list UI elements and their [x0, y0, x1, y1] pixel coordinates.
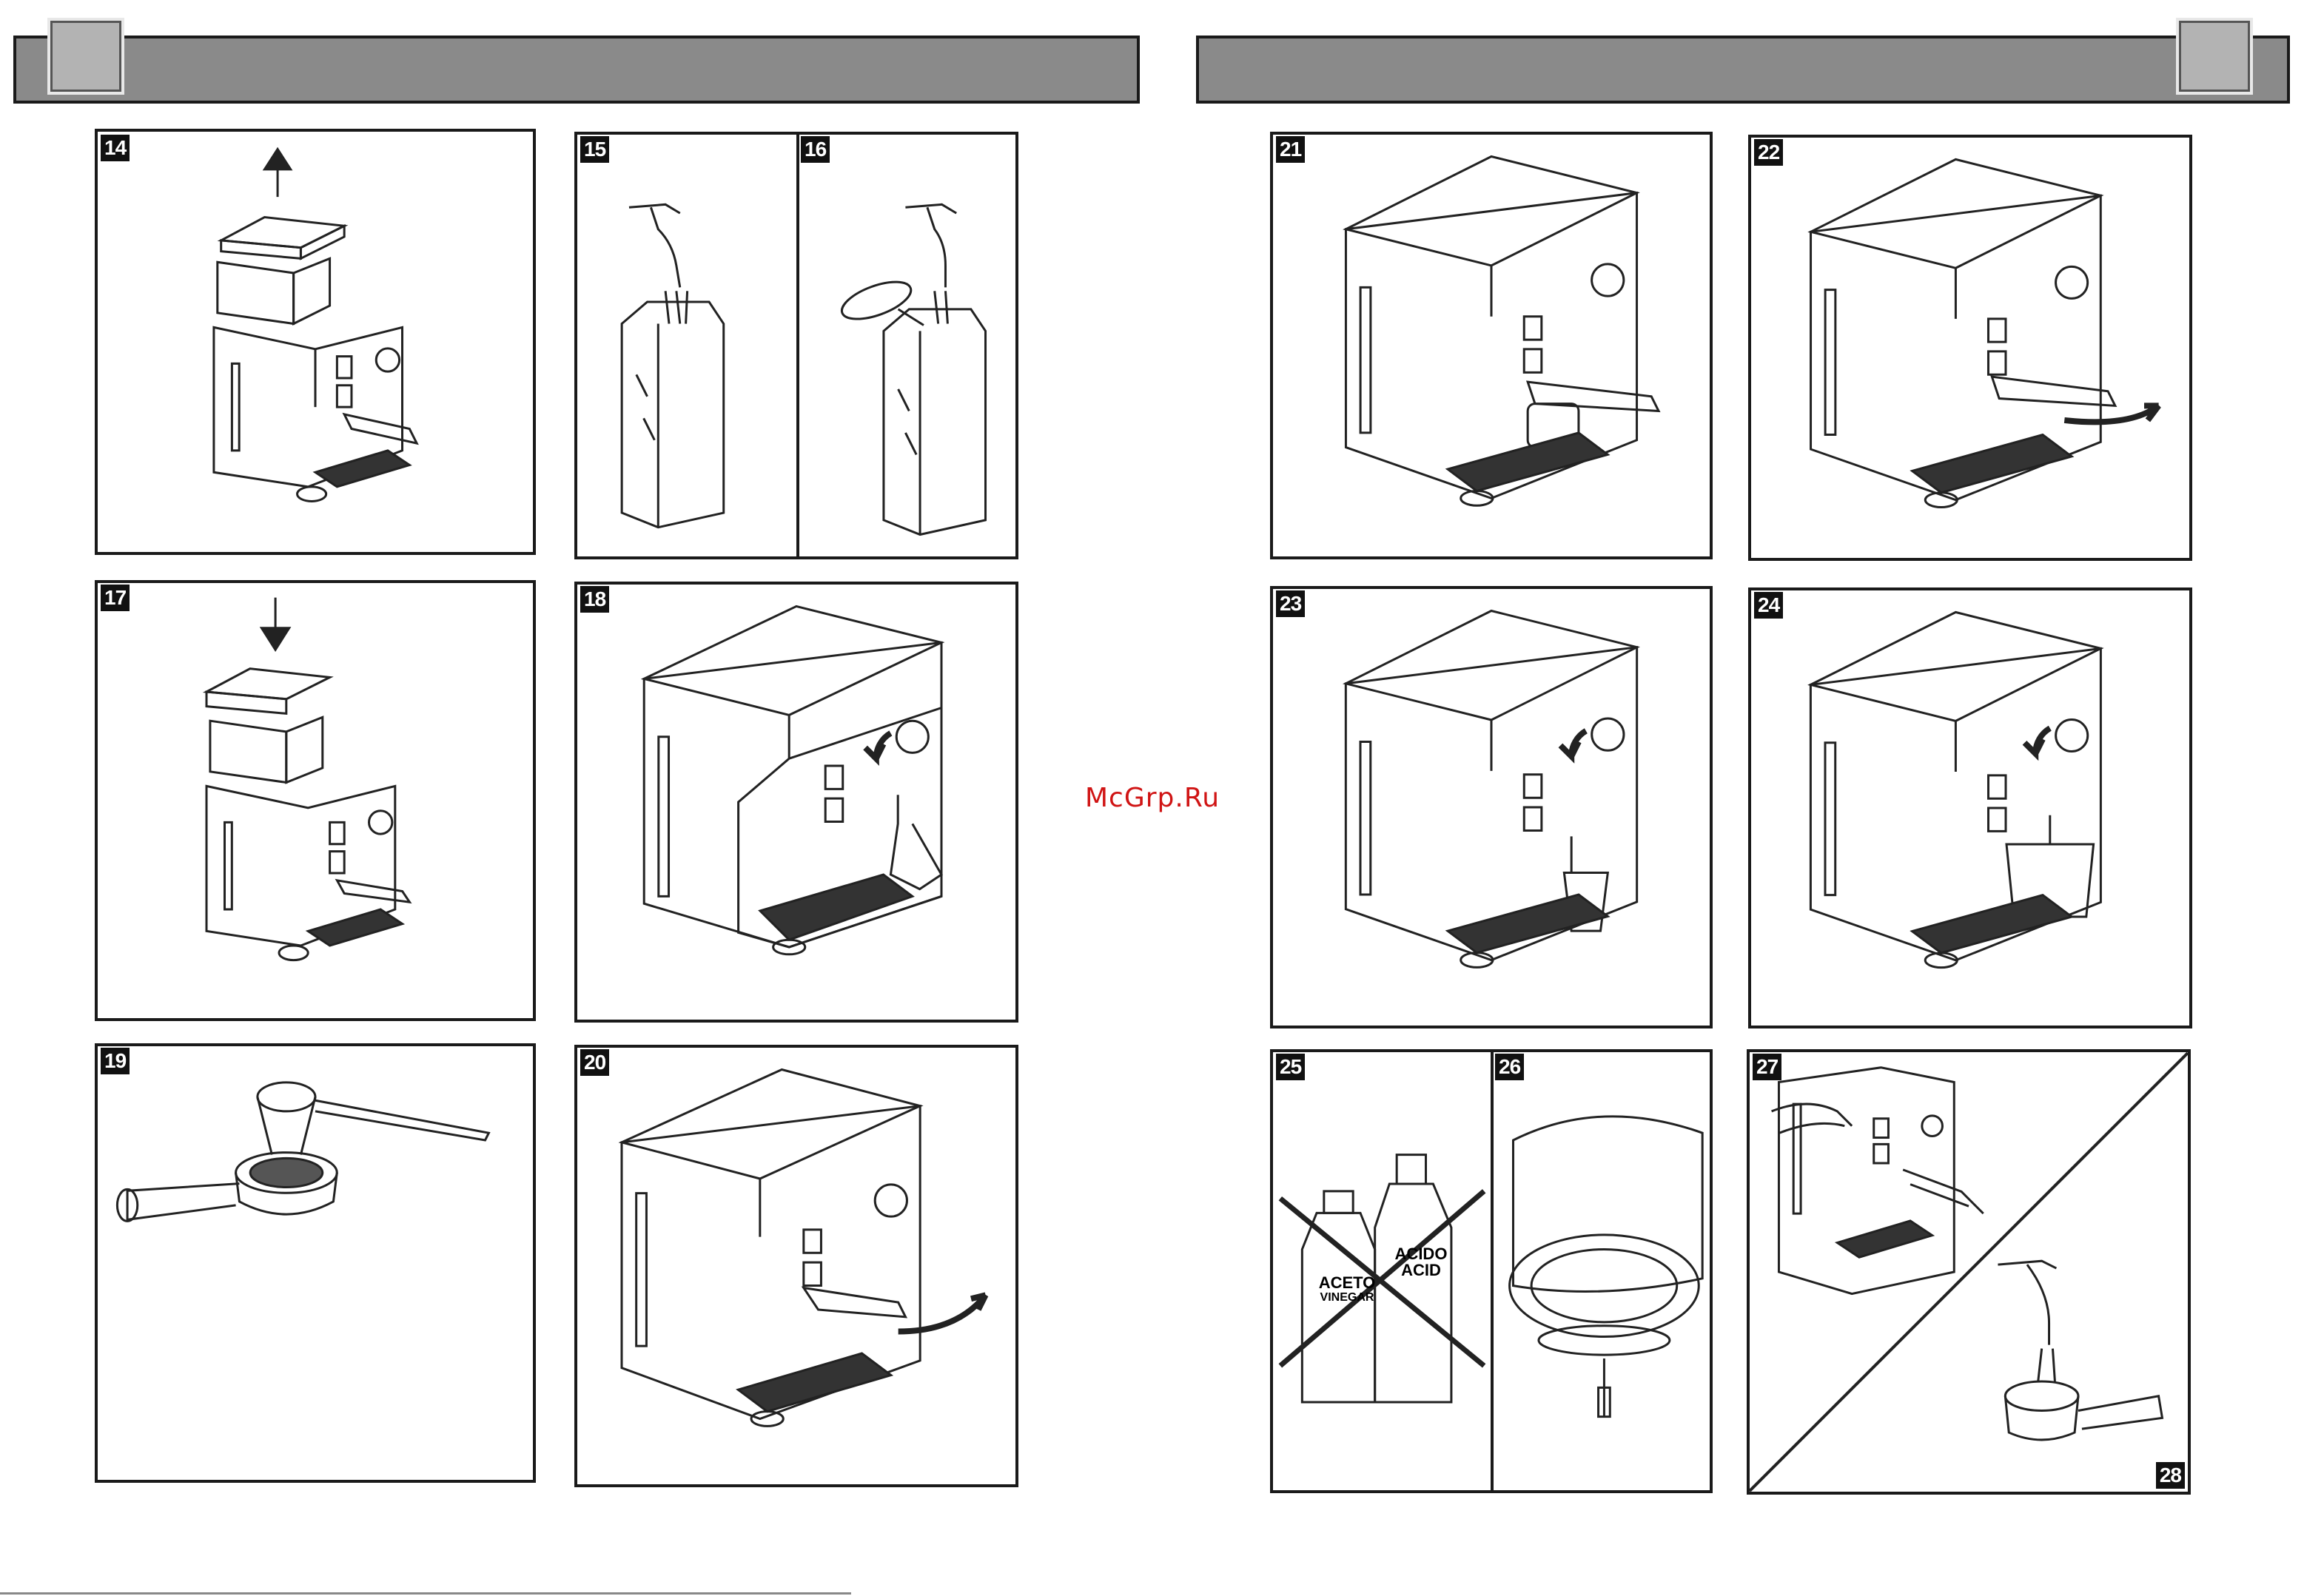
figure-19: 19: [95, 1043, 536, 1483]
machine-steam-cup-illustration: [1751, 590, 2189, 1026]
left-page-number-box: [47, 18, 124, 95]
figure-number: 17: [101, 585, 130, 611]
right-header-bar: [1196, 36, 2290, 104]
figure-divider: [796, 135, 799, 556]
machine-remove-filter-illustration: [1751, 138, 2189, 558]
footer-rule: [0, 1592, 851, 1595]
figure-27-28: 27 28: [1747, 1049, 2191, 1495]
figure-23: 23: [1270, 586, 1713, 1028]
filter-holder-coffee-illustration: [98, 1046, 533, 1480]
vinegar-label-line2: VINEGAR: [1310, 1290, 1384, 1305]
figure-15-16: 15 16: [574, 132, 1018, 559]
acid-label: ACIDO ACID: [1384, 1246, 1458, 1279]
figure-number: 25: [1276, 1054, 1305, 1080]
machine-lock-filter-illustration: [577, 1048, 1015, 1484]
machine-hot-water-glass-illustration: [1273, 589, 1710, 1026]
cleaning-and-rinse-illustration: [1750, 1052, 2188, 1492]
vinegar-label: ACETO VINEGAR: [1310, 1276, 1384, 1305]
figure-number: 28: [2156, 1462, 2185, 1489]
vinegar-label-line1: ACETO: [1310, 1276, 1384, 1290]
figure-24: 24: [1748, 587, 2192, 1028]
figure-17: 17: [95, 580, 536, 1021]
left-header-bar: [13, 36, 1140, 104]
figure-number: 24: [1754, 592, 1783, 619]
figure-number: 18: [580, 586, 609, 613]
figure-number: 14: [101, 135, 130, 161]
figure-number: 16: [801, 136, 830, 163]
machine-insert-tank-illustration: [98, 583, 533, 1018]
figure-number: 19: [101, 1048, 130, 1074]
figure-22: 22: [1748, 135, 2192, 561]
figure-25-26: 25 26 ACETO VINEGAR ACIDO ACID: [1270, 1049, 1713, 1493]
figure-number: 20: [580, 1049, 609, 1076]
figure-number: 22: [1754, 139, 1783, 166]
machine-cup-brewing-illustration: [1273, 135, 1710, 556]
machine-steam-jug-illustration: [577, 585, 1015, 1020]
figure-number: 23: [1276, 590, 1305, 617]
figure-divider: [1491, 1052, 1494, 1490]
figure-18: 18: [574, 582, 1018, 1023]
watermark: McGrp.Ru: [1085, 783, 1220, 813]
figure-20: 20: [574, 1045, 1018, 1487]
acid-label-line2: ACID: [1384, 1262, 1458, 1279]
right-page-number-box: [2176, 18, 2253, 95]
acid-label-line1: ACIDO: [1384, 1246, 1458, 1262]
figure-14: 14: [95, 129, 536, 555]
figure-21: 21: [1270, 132, 1713, 559]
figure-number: 15: [580, 136, 609, 163]
figure-number: 21: [1276, 136, 1305, 163]
machine-remove-tank-illustration: [98, 132, 533, 552]
figure-number: 27: [1753, 1054, 1781, 1080]
figure-number: 26: [1495, 1054, 1524, 1080]
